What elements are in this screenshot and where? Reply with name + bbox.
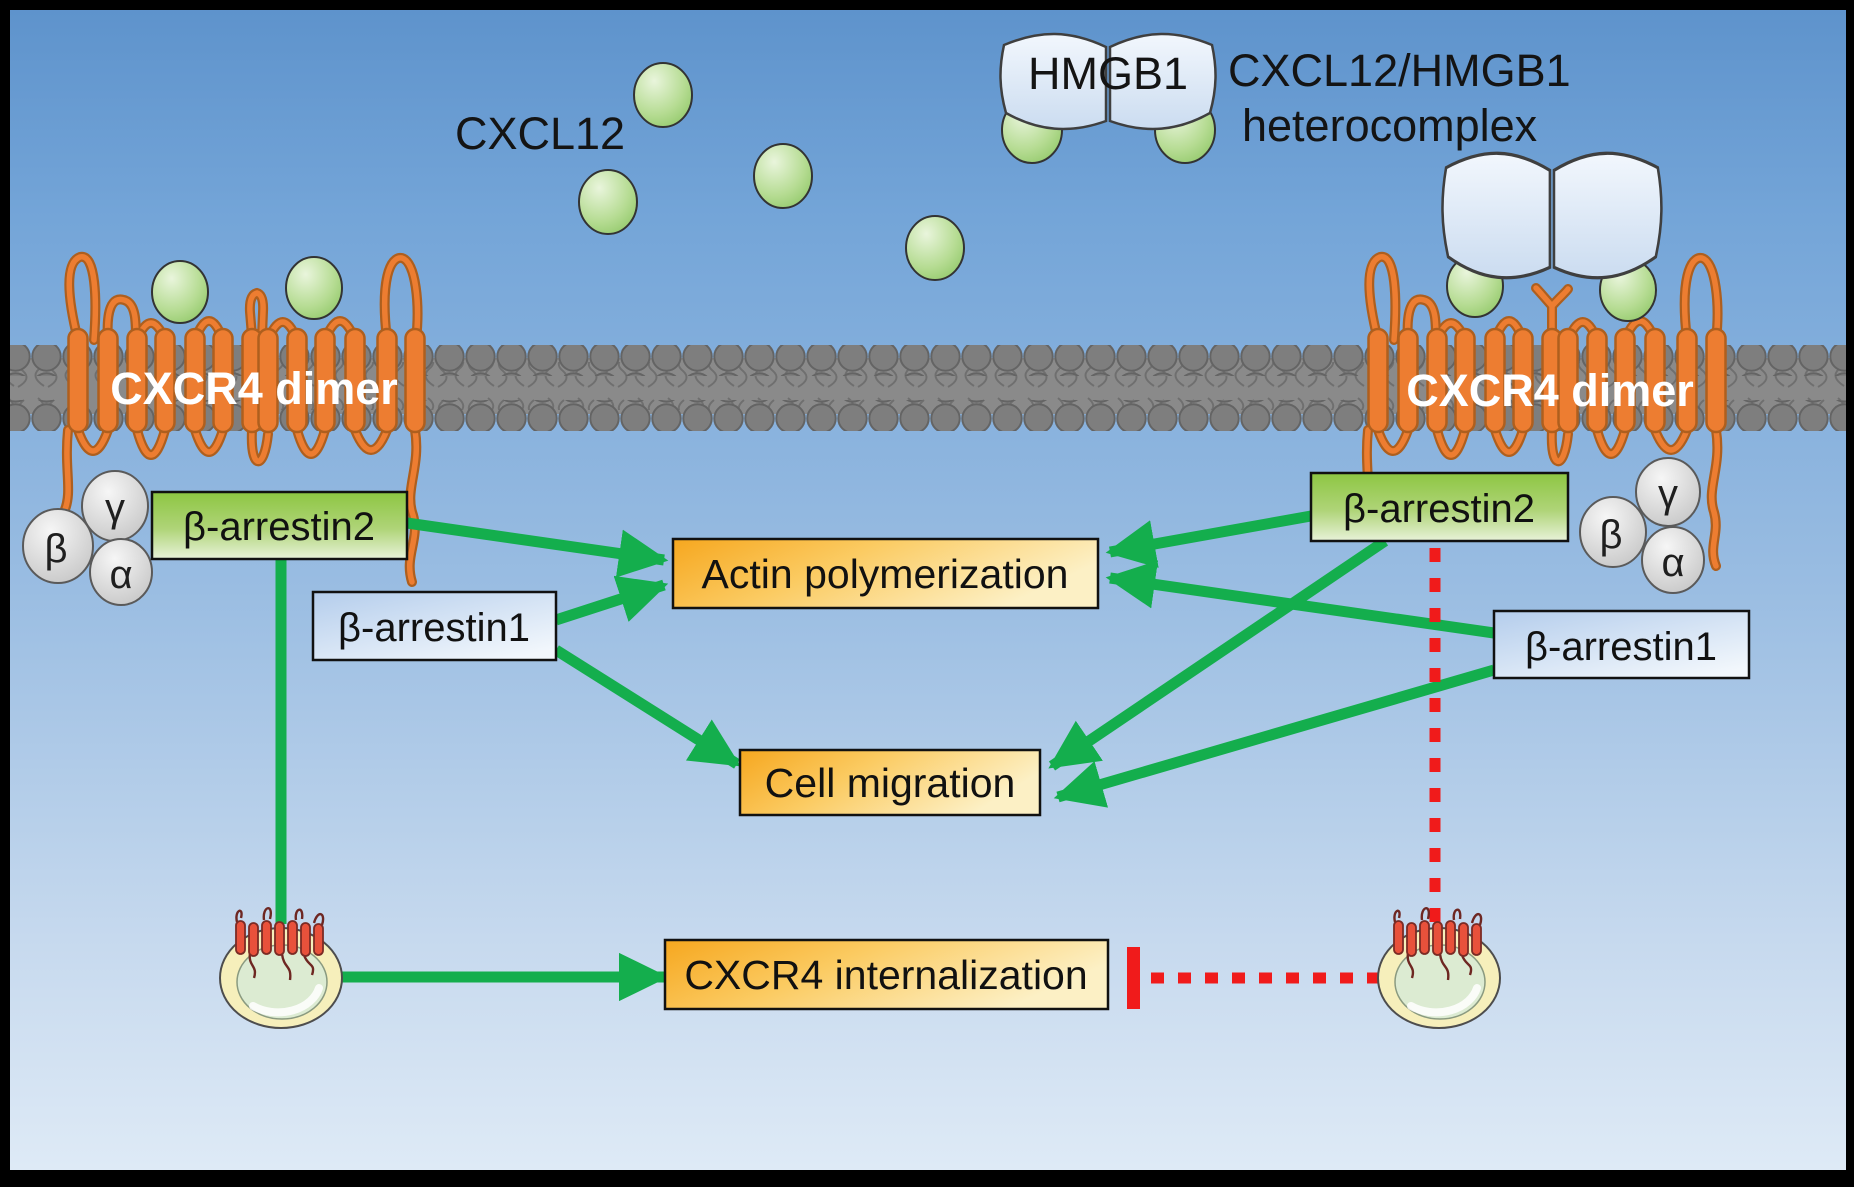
helix	[1644, 327, 1666, 434]
helix	[314, 327, 336, 434]
arrow-arrestin1R-to-migration	[1053, 664, 1496, 808]
beta-arrestin1-right-label: β-arrestin1	[1525, 625, 1717, 669]
receptor-label-right: CXCR4 dimer	[1406, 365, 1694, 416]
cell-migration-box	[738, 748, 1042, 817]
arrow-arrestin1L-to-actin	[554, 575, 669, 626]
actin-polymerization-box	[671, 537, 1100, 610]
g-protein-left: γ β α	[22, 470, 153, 606]
process-boxes: Actin polymerization Cell migration CXCR…	[663, 537, 1110, 1011]
beta-arrestin1-left-label: β-arrestin1	[338, 606, 530, 650]
activation-arrows	[275, 510, 1496, 1002]
hmgb1-label: HMGB1	[1028, 48, 1188, 99]
g-alpha-subunit	[1641, 526, 1705, 594]
helix	[126, 327, 148, 434]
helix	[212, 327, 234, 434]
inhibition-tee-bar	[1127, 947, 1140, 1009]
arrow-arrestin1R-to-actin	[1105, 560, 1495, 639]
helix	[1676, 327, 1698, 434]
helix	[1705, 327, 1727, 434]
helix	[286, 327, 308, 434]
g-protein-right: γ β α	[1579, 457, 1705, 594]
cxcr4-internalization-label: CXCR4 internalization	[684, 952, 1087, 998]
alpha-label: α	[1661, 541, 1684, 585]
helix	[97, 327, 119, 434]
beta-label: β	[1599, 513, 1622, 557]
transmembrane-helices	[1367, 327, 1727, 434]
arrow-arrestin1L-to-migration	[553, 645, 741, 769]
cxcl12-molecule-bound	[285, 256, 343, 320]
helix	[1484, 327, 1506, 434]
cxcl12-molecule	[753, 143, 813, 209]
g-gamma-subunit	[1635, 457, 1701, 527]
beta-label: β	[44, 527, 67, 571]
helix	[344, 327, 366, 434]
helix	[257, 327, 279, 434]
cxcl12-molecule	[905, 215, 965, 281]
helix	[376, 327, 398, 434]
helix	[184, 327, 206, 434]
helix	[1586, 327, 1608, 434]
beta-arrestin2-right-box	[1309, 471, 1570, 543]
helix	[1397, 327, 1419, 434]
helix	[1367, 327, 1389, 434]
heterocomplex-label-line2: heterocomplex	[1242, 100, 1538, 151]
beta-arrestin2-left-box	[150, 490, 409, 561]
heterocomplex-label-line1: CXCL12/HMGB1	[1228, 45, 1571, 96]
helix	[404, 327, 426, 434]
cxcr4-internalization-box	[663, 938, 1110, 1011]
helix	[1512, 327, 1534, 434]
beta-arrestin2-right-label: β-arrestin2	[1343, 487, 1535, 531]
gamma-label: γ	[105, 486, 125, 530]
cxcl12-molecule	[633, 62, 693, 128]
g-beta-subunit	[22, 508, 94, 584]
g-beta-subunit	[1579, 496, 1647, 568]
beta-arrestin2-left-label: β-arrestin2	[183, 505, 375, 549]
beta-arrestin1-left-box	[311, 590, 558, 662]
heterocomplex-molecule	[999, 32, 1217, 164]
cxcr4-dimer-left: CXCR4 dimer	[56, 251, 426, 587]
cell-migration-label: Cell migration	[765, 760, 1016, 806]
actin-polymerization-label: Actin polymerization	[702, 551, 1069, 597]
helix	[1614, 327, 1636, 434]
helix	[1454, 327, 1476, 434]
cxcl12-molecule-bound	[151, 260, 209, 324]
cxcl12-molecule	[578, 169, 638, 235]
helix	[1426, 327, 1448, 434]
arrow-arrestin2L-to-actin	[406, 517, 669, 578]
arrow-arrestin2R-to-actin	[1105, 510, 1312, 568]
alpha-label: α	[109, 553, 132, 597]
inhibition-lines	[1127, 548, 1441, 1009]
helix	[67, 327, 89, 434]
helix	[1557, 327, 1579, 434]
beta-arrestin1-right-box	[1492, 609, 1751, 680]
arrow-arrestin2R-to-migration	[1048, 536, 1389, 771]
cxcl12-label: CXCL12	[455, 108, 625, 159]
arrestin-boxes: β-arrestin2 β-arrestin1 β-arrestin2 β-ar…	[150, 471, 1751, 680]
transmembrane-helices	[67, 327, 426, 434]
gamma-label: γ	[1658, 472, 1678, 516]
cxcl12-molecules	[578, 62, 965, 281]
receptor-label-left: CXCR4 dimer	[110, 363, 398, 414]
helix	[154, 327, 176, 434]
g-alpha-subunit	[89, 538, 153, 606]
